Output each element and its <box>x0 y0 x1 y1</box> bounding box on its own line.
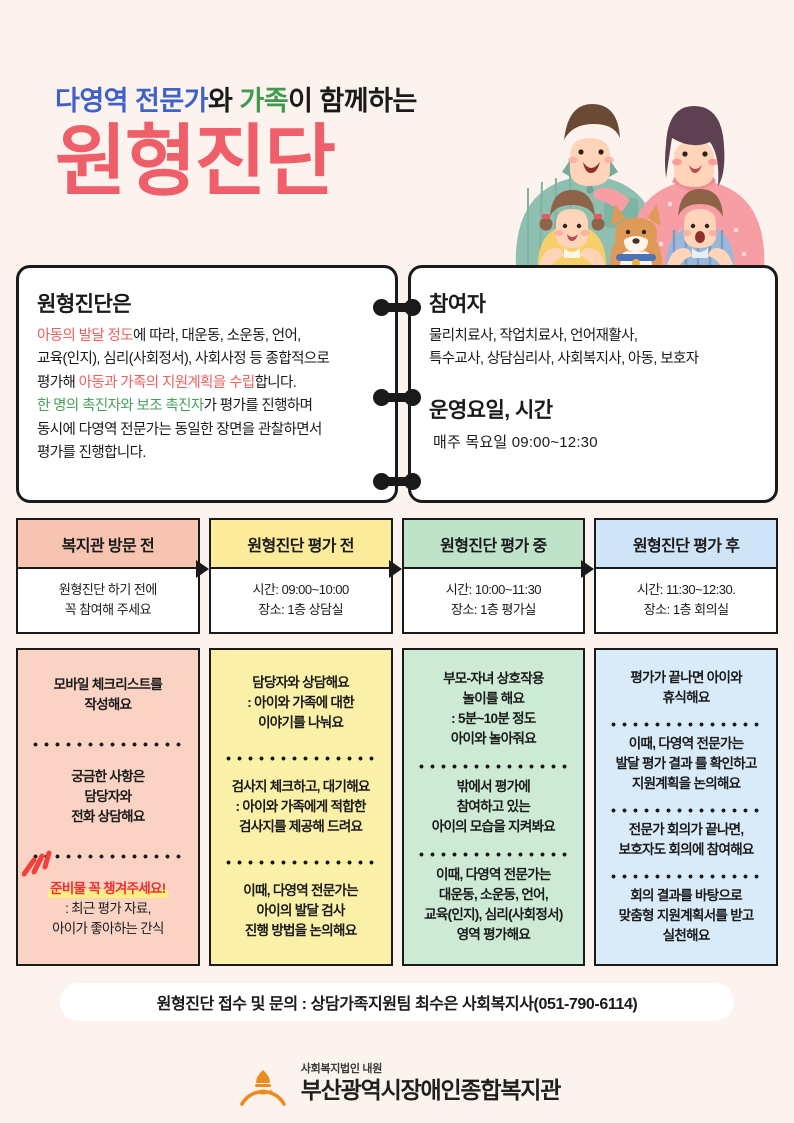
title-line-1: 다영역 전문가와 가족이 함께하는 <box>55 88 417 115</box>
contact-text: 원형진단 접수 및 문의 : 상담가족지원팀 최수은 사회복지사(051-790… <box>156 996 638 1013</box>
about-paragraph: 아동의 발달 정도에 따라, 대운동, 소운동, 언어, 교육(인지), 심리(… <box>37 325 377 466</box>
participants-line-1: 물리치료사, 작업치료사, 언어재활사, <box>429 328 638 344</box>
stage-block-4-2: 이때, 다영역 전문가는 발달 평가 결과 를 확인하고 지원계획을 논의해요 <box>615 735 758 791</box>
stage-block-4-4: 회의 결과를 바탕으로 맞춤형 지원계획서를 받고 실천해요 <box>618 887 755 943</box>
stage-block-3-3: 이때, 다영역 전문가는 대운동, 소운동, 언어, 교육(인지), 심리(사회… <box>424 867 563 943</box>
attention-slashes-icon <box>22 850 52 877</box>
stage-block-1-2: 궁금한 사항은 담당자와 전화 상담해요 <box>71 768 145 824</box>
dotted-divider <box>415 844 572 857</box>
logo-subtitle: 사회복지법인 내원 <box>300 1063 383 1076</box>
about-line5: 동시에 다영역 전문가는 동일한 장면을 관찰하면서 <box>37 421 322 438</box>
connector-bar-1 <box>373 299 421 316</box>
title-block: 다영역 전문가와 가족이 함께하는 원형진단 <box>55 88 417 203</box>
participants-heading: 참여자 <box>429 293 486 316</box>
stage-block-emphasis: 준비물 꼭 챙겨주세요! <box>48 879 168 900</box>
stage-block-2-1: 담당자와 상담해요 : 아이와 가족에 대한 이야기를 나눠요 <box>247 674 354 730</box>
about-line1-red: 아동의 발달 정도 <box>37 328 134 344</box>
info-row: 원형진단은 아동의 발달 정도에 따라, 대운동, 소운동, 언어, 교육(인지… <box>16 265 778 505</box>
dotted-divider <box>30 847 186 859</box>
stage-block-2-2: 검사지 체크하고, 대기해요 : 아이와 가족에게 적합한 검사지를 제공해 드… <box>231 778 371 834</box>
title-part-family: 가족 <box>239 86 289 116</box>
stage-summary-2: 시간: 09:00~10:00 장소: 1층 상담실 <box>210 569 391 633</box>
dotted-divider <box>608 800 764 813</box>
dotted-divider <box>608 714 764 727</box>
dotted-divider <box>415 756 572 769</box>
stage-title-1: 복지관 방문 전 <box>18 520 198 569</box>
about-line6: 평가를 진행합니다. <box>37 445 146 462</box>
about-line3-red: 아동과 가족의 지원계획을 수립 <box>78 374 256 391</box>
contact-bar: 원형진단 접수 및 문의 : 상담가족지원팀 최수은 사회복지사(051-790… <box>60 983 734 1021</box>
organization-logo: 사회복지법인 내원 부산광역시장애인종합복지관 <box>0 1058 794 1108</box>
stage-block-text: : 최근 평가 자료, 아이가 좋아하는 간식 <box>52 901 164 937</box>
stage-arrow-icon-1 <box>195 560 209 578</box>
stage-block-4-1: 평가가 끝나면 아이와 휴식해요 <box>630 670 742 705</box>
stage-summary-3: 시간: 10:00~11:30 장소: 1층 평가실 <box>403 569 584 633</box>
about-line3-pre: 평가해 <box>37 374 79 391</box>
title-part-conj-2: 이 함께하는 <box>288 86 417 116</box>
stage-block-1-3: 준비물 꼭 챙겨주세요!: 최근 평가 자료, 아이가 좋아하는 간식 <box>26 877 190 941</box>
logo-title: 부산광역시장애인종합복지관 <box>300 1076 562 1103</box>
stage-summary-1: 원형진단 하기 전에 꼭 참여해 주세요 <box>18 569 198 633</box>
info-box-about: 원형진단은 아동의 발달 정도에 따라, 대운동, 소운동, 언어, 교육(인지… <box>16 265 398 503</box>
stage-block-4-3: 전문가 회의가 끝나면, 보호자도 회의에 참여해요 <box>618 821 755 857</box>
stage-block-3-1: 부모-자녀 상호작용 놀이를 해요 : 5분~10분 정도 아이와 놀아줘요 <box>443 670 544 746</box>
title-part-conj-1: 와 <box>208 86 240 116</box>
stage-summary-4: 시간: 11:30~12:30. 장소: 1층 회의실 <box>596 569 776 633</box>
welfare-center-logo-icon <box>239 1070 286 1106</box>
dotted-divider <box>608 866 764 879</box>
dotted-divider <box>222 852 379 865</box>
title-part-specialists: 다영역 전문가 <box>55 86 209 116</box>
stage-arrow-icon-3 <box>581 560 595 578</box>
stage-block-2-3: 이때, 다영역 전문가는 아이의 발달 검사 진행 방법을 논의해요 <box>243 883 358 939</box>
family-illustration <box>515 104 765 270</box>
participants-line-2: 특수교사, 상담심리사, 사회복지사, 아동, 보호자 <box>429 351 699 368</box>
participants-list: 물리치료사, 작업치료사, 언어재활사, 특수교사, 상담심리사, 사회복지사,… <box>429 325 757 372</box>
schedule-value: 매주 목요일 09:00~12:30 <box>433 433 598 451</box>
about-line4-green: 한 명의 촉진자와 보조 촉진자 <box>37 398 204 415</box>
info-box-connectors <box>373 265 421 505</box>
stage-title-4: 원형진단 평가 후 <box>596 520 776 569</box>
dotted-divider <box>30 734 186 747</box>
about-line3-post: 합니다. <box>254 374 297 391</box>
info-box-participants: 참여자 물리치료사, 작업치료사, 언어재활사, 특수교사, 상담심리사, 사회… <box>408 265 778 503</box>
poster-header: 다영역 전문가와 가족이 함께하는 원형진단 <box>0 0 794 270</box>
schedule-heading: 운영요일, 시간 <box>429 398 553 422</box>
stage-block-1-1: 모바일 체크리스트를 작성해요 <box>53 676 163 712</box>
connector-bar-3 <box>373 473 421 490</box>
poster-main-title: 원형진단 <box>55 117 336 205</box>
about-line2: 교육(인지), 심리(사회정서), 사회사정 등 종합적으로 <box>37 351 330 368</box>
stage-title-2: 원형진단 평가 전 <box>210 520 391 569</box>
about-heading: 원형진단은 <box>37 293 132 316</box>
stage-title-3: 원형진단 평가 중 <box>403 520 584 569</box>
logo-text-block: 사회복지법인 내원 부산광역시장애인종합복지관 <box>300 1063 562 1103</box>
about-line1-rest: 에 따라, 대운동, 소운동, 언어, <box>133 328 301 344</box>
about-line4-rest: 가 평가를 진행하며 <box>203 398 313 415</box>
dotted-divider <box>222 748 379 761</box>
stage-arrow-icon-2 <box>388 560 402 578</box>
stage-block-3-2: 밖에서 평가에 참여하고 있는 아이의 모습을 지켜봐요 <box>431 778 556 834</box>
connector-bar-2 <box>373 389 421 406</box>
